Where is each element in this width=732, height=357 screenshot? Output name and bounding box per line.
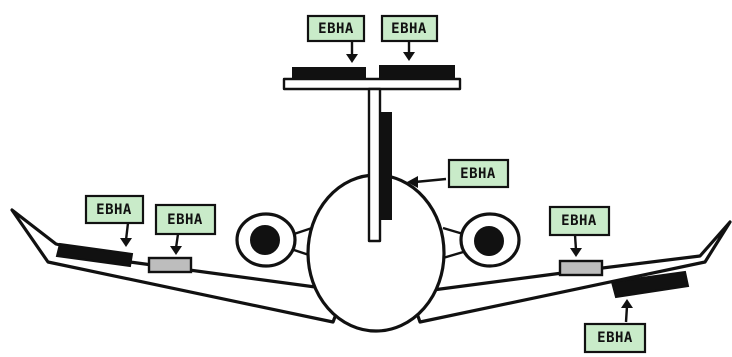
svg-text:EBHA: EBHA [391,21,427,37]
svg-text:EBHA: EBHA [96,202,132,218]
rudder-actuator [380,112,392,220]
elevator-actuator-right [379,65,455,79]
svg-text:EBHA: EBHA [460,166,496,182]
left-inner-wing-actuator [147,256,193,274]
svg-text:EBHA: EBHA [167,212,203,228]
vertical-stabilizer [367,87,382,243]
ebha-label-wing-left-inner: EBHA [154,203,217,236]
arrows [120,40,633,323]
ebha-label-wing-right-outer: EBHA [583,322,647,354]
right-outer-wing-actuator [610,270,690,299]
ebha-label-tail-left: EBHA [306,14,366,43]
elevator-actuator-left [292,67,366,80]
left-outer-wing-actuator [55,242,134,268]
ebha-label-wing-right-inner: EBHA [548,205,611,237]
svg-text:EBHA: EBHA [318,21,354,37]
right-inner-wing-actuator [558,259,604,277]
ebha-label-wing-left-outer: EBHA [84,194,145,225]
horizontal-stabilizer [282,77,462,91]
ebha-label-rudder: EBHA [447,158,510,189]
left-engine [235,212,319,268]
ebha-label-tail-right: EBHA [380,14,439,43]
right-engine [442,212,521,268]
svg-text:EBHA: EBHA [561,213,597,229]
svg-text:EBHA: EBHA [597,330,633,346]
